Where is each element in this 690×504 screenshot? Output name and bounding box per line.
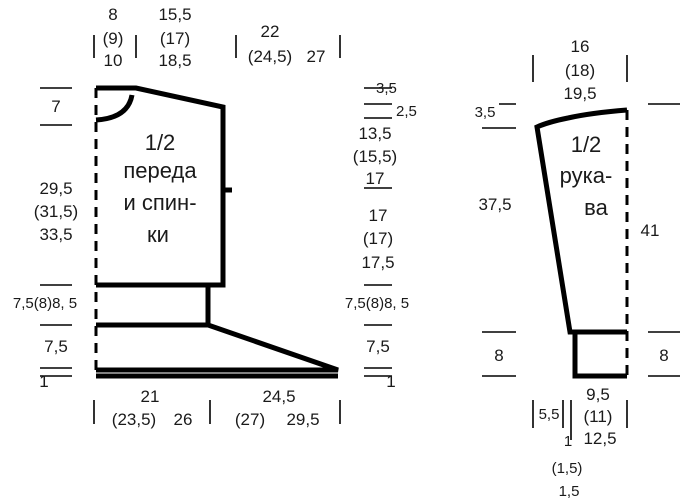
body-title-line-3: и спин- [123,190,196,215]
sleeve-bottom-c-1: 1 [564,433,572,450]
sleeve-cuff-right: 8 [659,346,668,365]
body-piece: 1/2 переда и спин- ки [94,85,339,379]
right-flare: 7,5 [366,337,390,356]
right-band: 7,5(8)8, 5 [345,295,409,312]
left-hem: 1 [39,372,48,391]
bottom-right-dim-3: 29,5 [286,410,319,429]
left-band: 7,5(8)8, 5 [13,295,77,312]
sleeve-cap: 3,5 [475,104,496,121]
sleeve-right-height: 41 [641,221,660,240]
sleeve-bottom-b-3: 12,5 [583,429,616,448]
right-shoulder-1: 3,5 [376,80,397,97]
body-left-dimensions: 7 29,5 (31,5) 33,5 7,5(8)8, 5 7,5 1 [13,87,78,391]
sleeve-bottom-a: 5,5 [539,406,560,423]
sleeve-top-1: 16 [571,37,590,56]
body-outline [95,85,339,373]
left-height-1: 29,5 [39,179,72,198]
right-side-2: (17) [363,229,393,248]
sleeve-bottom-c-3: 1,5 [559,483,580,500]
top-right-dim-3: 27 [307,47,326,66]
top-right-dim-2: (24,5) [248,47,292,66]
sleeve-cuff-left: 8 [494,346,503,365]
body-bottom-dimensions: 21 (23,5) 26 24,5 (27) 29,5 [93,387,341,429]
right-armhole-2: (15,5) [353,147,397,166]
bottom-right-dim-1: 24,5 [262,387,295,406]
sleeve-title-line-3: ва [584,195,608,220]
left-neck-depth: 7 [51,97,60,116]
sleeve-dimensions: 16 (18) 19,5 3,5 37,5 41 8 8 5,5 9,5 (11… [475,37,680,500]
sleeve-bottom-b-1: 9,5 [586,385,610,404]
body-title-line-4: ки [147,222,169,247]
sleeve-top-3: 19,5 [563,84,596,103]
sleeve-title-line-1: 1/2 [571,132,602,157]
sleeve-piece: 1/2 рука- ва [534,107,629,379]
left-height-3: 33,5 [39,225,72,244]
sleeve-left-height: 37,5 [478,195,511,214]
sleeve-bottom-b-2: (11) [584,407,613,426]
bottom-left-dim-2: (23,5) [112,410,156,429]
sleeve-bottom-c-2: (1,5) [552,460,583,477]
right-armhole-3: 17 [366,169,385,188]
top-mid-dim-1: 15,5 [158,5,191,24]
bottom-left-dim-1: 21 [141,387,160,406]
sleeve-top-2: (18) [565,61,595,80]
top-mid-dim-3: 18,5 [158,51,191,70]
body-top-dimensions: 8 (9) 10 15,5 (17) 18,5 22 (24,5) 27 [93,5,341,70]
right-armhole-1: 13,5 [358,124,391,143]
right-side-1: 17 [369,206,388,225]
body-title-line-2: переда [123,158,197,183]
sleeve-outline [534,107,628,379]
top-left-dim-1: 8 [108,5,117,24]
right-side-3: 17,5 [361,253,394,272]
right-shoulder-2: 2,5 [396,103,417,120]
top-left-dim-2: (9) [103,29,124,48]
body-title-line-1: 1/2 [145,130,176,155]
top-left-dim-3: 10 [104,51,123,70]
bottom-left-dim-3: 26 [174,410,193,429]
sleeve-title-line-2: рука- [560,163,613,188]
right-hem: 1 [386,372,395,391]
left-flare: 7,5 [44,337,68,356]
left-height-2: (31,5) [34,202,78,221]
top-mid-dim-2: (17) [160,29,190,48]
body-right-dimensions: 3,5 2,5 13,5 (15,5) 17 17 (17) 17,5 7,5(… [345,80,417,391]
top-right-dim-1: 22 [261,22,280,41]
bottom-right-dim-2: (27) [235,410,265,429]
